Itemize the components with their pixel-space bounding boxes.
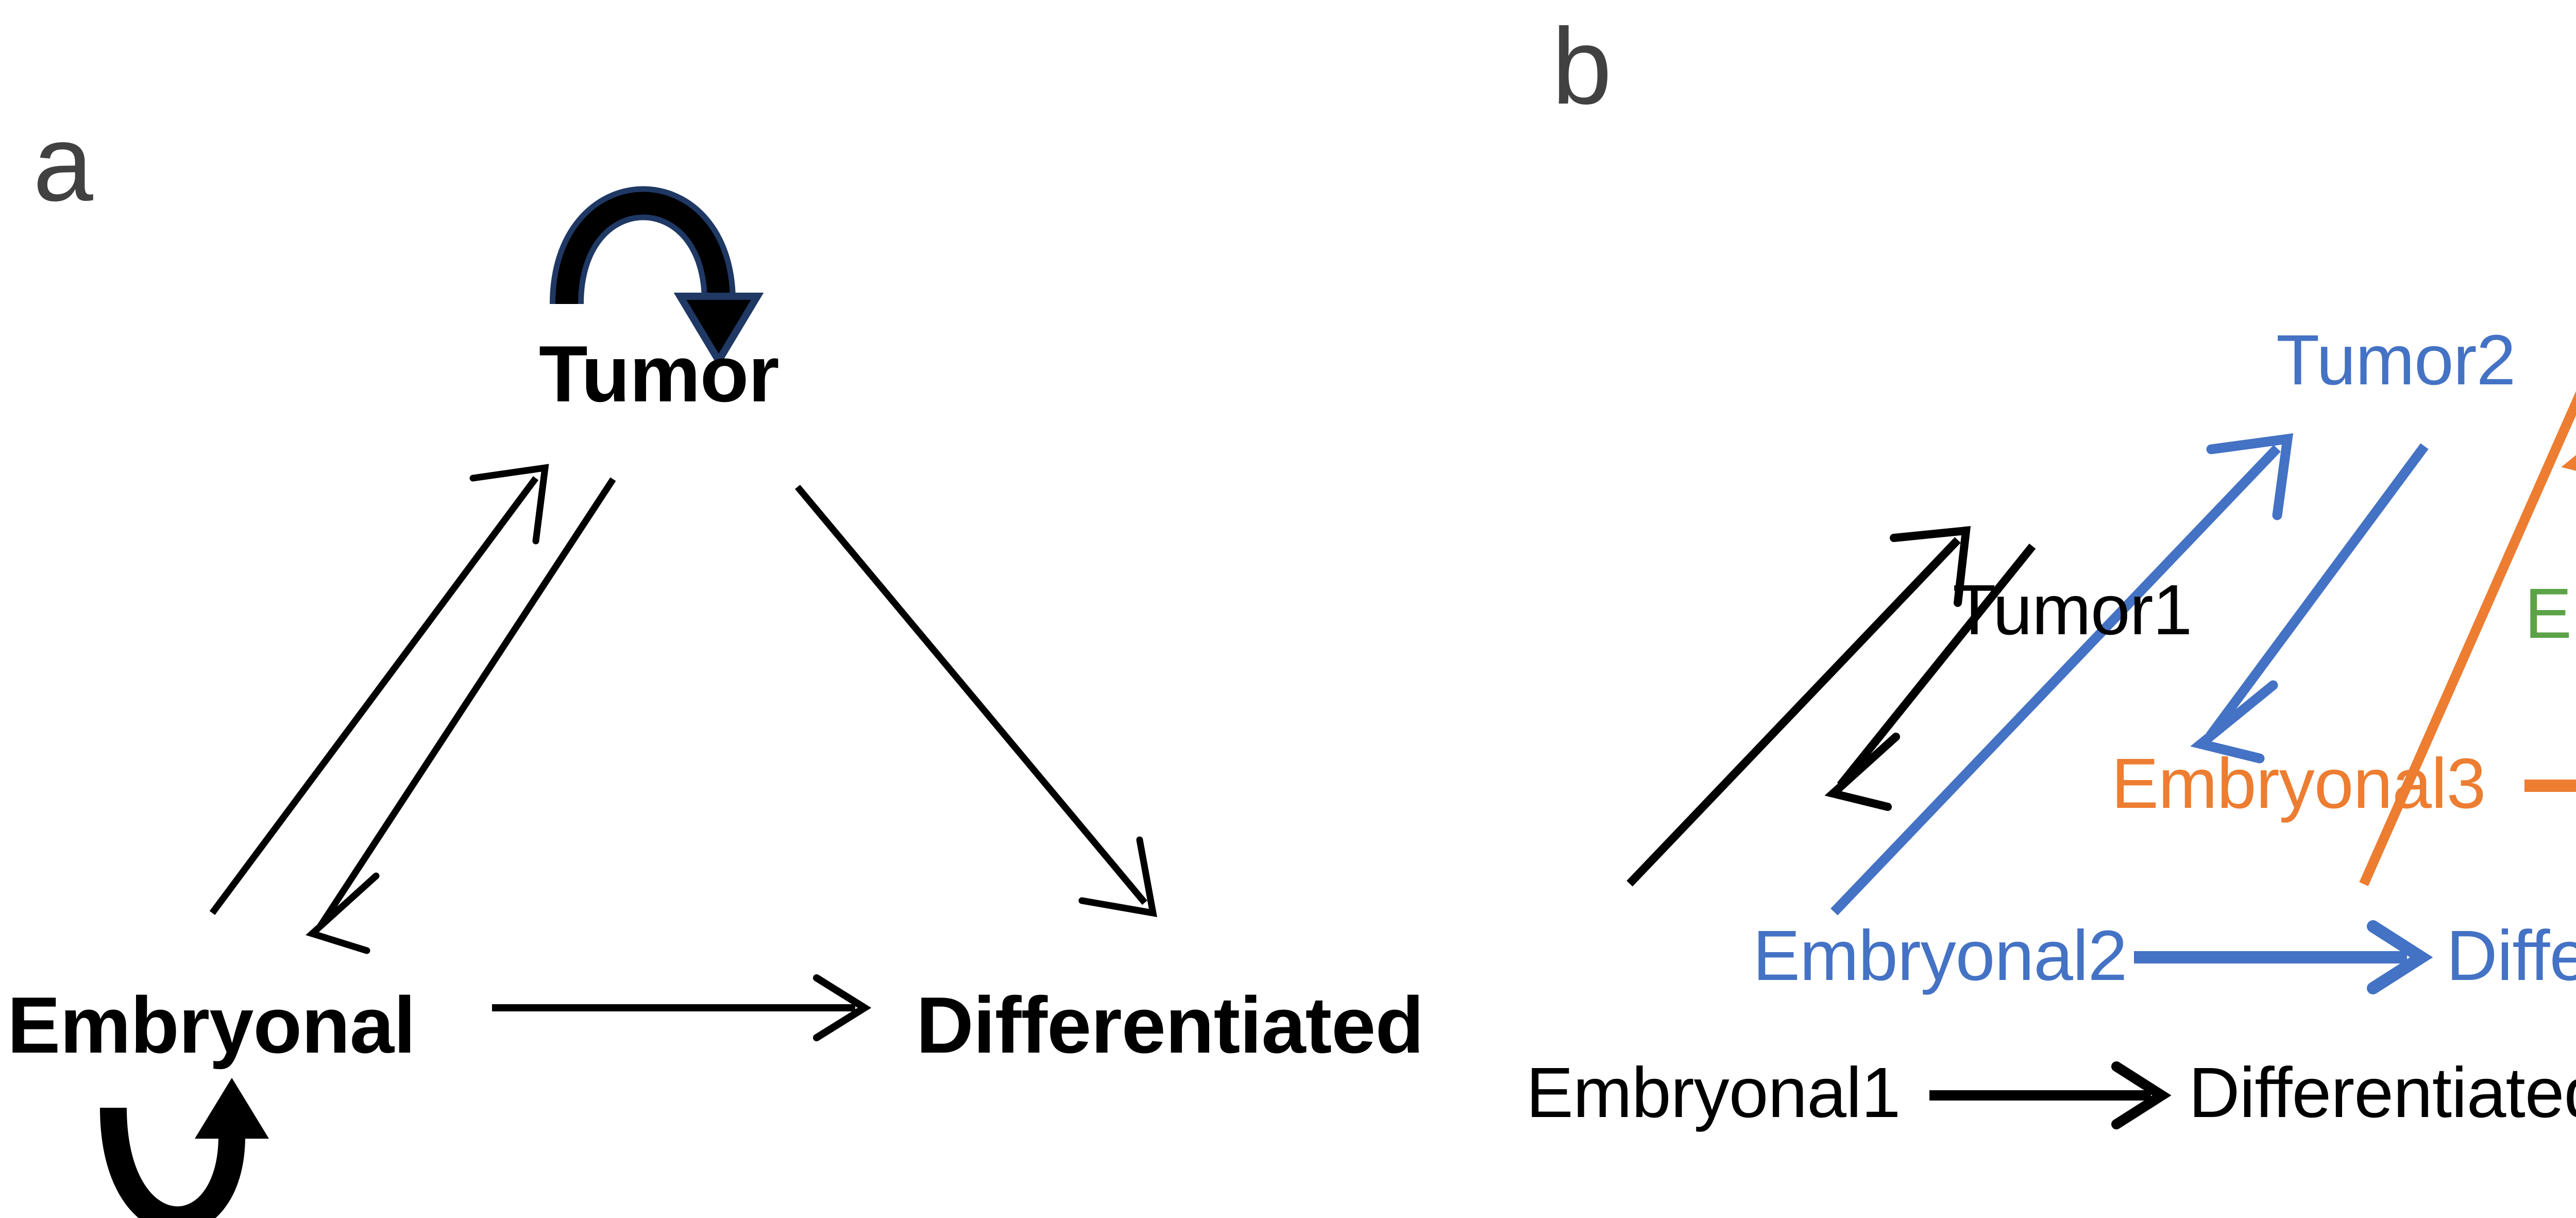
embryonal1-to-differentiated1-arrow [1929,1061,2172,1129]
group2-arrows [1831,433,2433,994]
embryonal1-to-tumor1-arrow [1626,526,1971,887]
node-embryonal: Embryonal [7,980,416,1070]
node-differentiated: Differentiated [916,980,1424,1070]
node-tumor2: Tumor2 [2276,320,2516,400]
tumor-to-embryonal-arrow [306,477,616,954]
tumor-self-loop-arrow [550,186,764,368]
embryonal-to-tumor-arrow [209,464,549,915]
node-tumor: Tumor [539,329,779,418]
panel-letter-a: a [33,103,93,224]
embryonal2-to-tumor2-arrow [1831,433,2294,916]
panel-letter-b: b [1552,6,1612,127]
group1-arrows [1626,526,2172,1129]
node-embryonal1: Embryonal1 [1526,1053,1901,1132]
node-embryonal3: Embryonal3 [2111,744,2486,823]
embryonal3-to-differentiated3-arrow [2524,780,2576,792]
embryonal2-to-differentiated2-arrow [2134,920,2433,994]
tumor-to-differentiated-arrow [795,484,1158,918]
embryonal3-to-tumor3-arrow [2359,391,2576,886]
node-differentiated2: Differentiated2 [2446,916,2576,995]
node-embryonal2: Embryonal2 [1753,916,2127,995]
node-embryonal4: Embryonal4 [2524,574,2576,653]
tumor1-to-embryonal1-arrow [1824,543,2036,811]
embryonal-self-loop-arrow [100,1078,269,1218]
tumor2-to-embryonal2-arrow [2190,443,2429,764]
node-differentiated1: Differentiated1 [2189,1053,2576,1132]
embryonal-to-differentiated-arrow [492,974,872,1041]
group3-arrows [2359,391,2576,886]
tumor3-to-embryonal3-arrow [2561,455,2576,471]
node-tumor1: Tumor1 [1953,570,2192,650]
